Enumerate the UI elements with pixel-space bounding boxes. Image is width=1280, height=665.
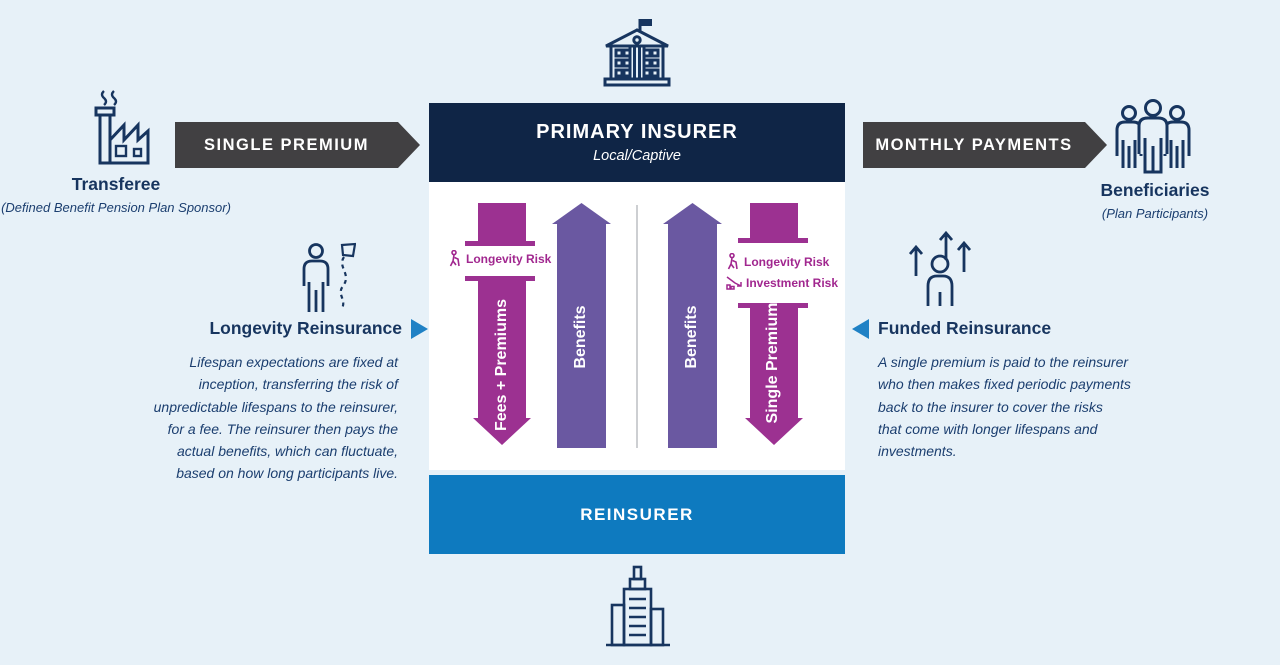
panel-divider [636,205,638,448]
benefits-arrow-left [552,203,611,448]
primary-insurer-title: PRIMARY INSURER [536,121,738,143]
person-arrows-icon [906,228,972,306]
investment-risk-label: Investment Risk [726,275,838,290]
longevity-reinsurance-title: Longevity Reinsurance [209,318,402,338]
beneficiaries-sublabel: (Plan Participants) [1101,206,1209,221]
right-pointer-icon [411,318,428,339]
longevity-risk-label-right: Longevity Risk [726,253,829,270]
single-premium-banner: SINGLE PREMIUM [175,122,420,168]
left-pointer-icon [852,318,869,339]
reinsurer-title: REINSURER [580,504,694,524]
primary-insurer-subtitle: Local/Captive [593,148,681,164]
longevity-risk-label-left: Longevity Risk [448,250,551,267]
benefits-left-label: Benefits [572,305,589,369]
risk-label: Longevity Risk [466,251,552,266]
longevity-reinsurance-header: Longevity Reinsurance [150,318,428,339]
transferee-label: Transferee [71,174,161,194]
beneficiaries-label: Beneficiaries [1100,180,1210,200]
funded-reinsurance-header: Funded Reinsurance [852,318,1051,339]
fees-premiums-arrow [465,203,535,448]
single-premium-banner-label: SINGLE PREMIUM [204,135,369,154]
longevity-reinsurance-description: Lifespan expectations are fixed at incep… [153,354,398,482]
benefits-right-label: Benefits [683,305,700,369]
elderly-icon [727,253,738,270]
funded-reinsurance-description: A single premium is paid to the reinsure… [878,354,1131,460]
single-premium-arrow [738,203,808,448]
monthly-payments-banner-label: MONTHLY PAYMENTS [875,135,1073,154]
primary-insurer-banner: PRIMARY INSURER Local/Captive [429,103,845,182]
fees-premiums-label: Fees + Premiums [493,298,510,432]
risk-label: Investment Risk [746,275,839,290]
skyscraper-icon [606,565,670,649]
person-flag-icon [298,242,356,318]
bank-icon [598,16,676,94]
reinsurer-banner: REINSURER [429,475,845,554]
single-premium-label: Single Premium [764,302,781,424]
monthly-payments-banner: MONTHLY PAYMENTS [863,122,1107,168]
funded-reinsurance-title: Funded Reinsurance [878,318,1052,338]
factory-icon [82,88,154,168]
transferee-sublabel: (Defined Benefit Pension Plan Sponsor) [1,200,231,215]
people-icon [1112,98,1194,176]
risk-label: Longevity Risk [744,254,830,269]
elderly-icon [449,250,460,267]
benefits-arrow-right [663,203,722,448]
decline-chart-icon [726,276,742,290]
